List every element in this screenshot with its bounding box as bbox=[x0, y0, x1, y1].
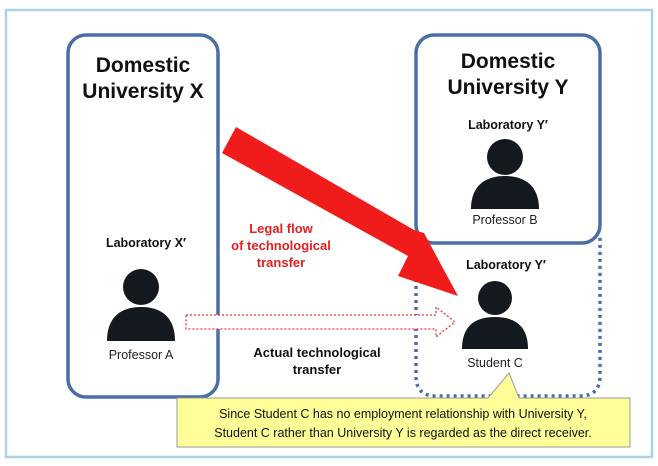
laboratory-y-label: Laboratory Y′ bbox=[468, 118, 548, 132]
professor-b-label: Professor B bbox=[472, 213, 537, 227]
professor-b-icon bbox=[471, 139, 539, 209]
callout-text-line1: Since Student C has no employment relati… bbox=[219, 407, 587, 421]
legal-flow-text-line1: Legal flow bbox=[249, 221, 313, 236]
university-x-box bbox=[66, 33, 220, 399]
professor-a-icon bbox=[107, 269, 175, 341]
legal-flow-text-line3: transfer bbox=[257, 255, 305, 270]
university-y-box bbox=[414, 33, 602, 245]
university-y-title-line1: Domestic bbox=[461, 50, 556, 73]
university-y-title-line2: University Y bbox=[447, 76, 568, 99]
callout-text-line2: Student C rather than University Y is re… bbox=[214, 426, 592, 440]
callout-box bbox=[176, 372, 631, 448]
university-x-title-line1: Domestic bbox=[96, 54, 191, 77]
actual-transfer-arrow bbox=[185, 305, 457, 339]
legal-flow-text-line2: of technological bbox=[231, 238, 331, 253]
actual-transfer-text-line1: Actual technological bbox=[253, 345, 380, 360]
laboratory-x-label: Laboratory X′ bbox=[106, 236, 186, 250]
legal-flow-arrow bbox=[222, 127, 458, 296]
student-area-dotted-border bbox=[414, 237, 602, 398]
student-c-label: Student C bbox=[467, 356, 523, 370]
professor-a-label: Professor A bbox=[109, 348, 174, 362]
actual-transfer-text-line2: transfer bbox=[293, 362, 341, 377]
university-x-title-line2: University X bbox=[82, 80, 203, 103]
student-laboratory-label: Laboratory Y′ bbox=[466, 258, 546, 272]
student-c-icon bbox=[462, 281, 528, 349]
